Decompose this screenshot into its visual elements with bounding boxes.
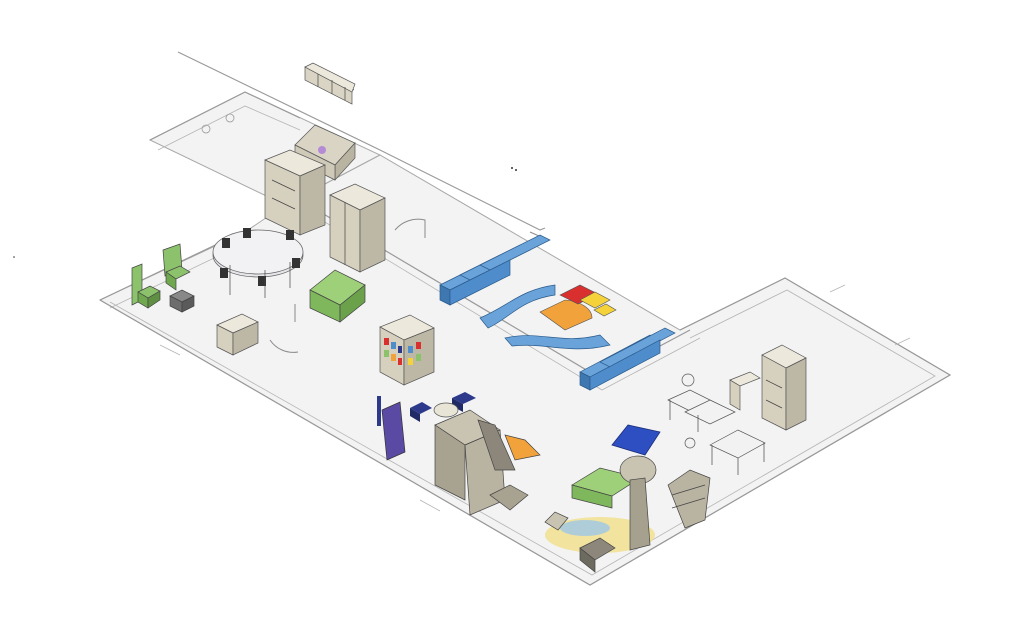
green-seating-left <box>131 243 195 313</box>
climbing-structure <box>434 409 541 516</box>
storage-box <box>216 313 259 356</box>
reading-corner <box>377 392 476 461</box>
floor-main <box>98 154 951 586</box>
rainbow-steps <box>539 284 617 331</box>
tree-playscape <box>544 455 657 573</box>
green-sofa <box>309 269 366 323</box>
tall-cabinets <box>264 149 386 273</box>
blue-mat <box>611 424 661 456</box>
right-cabinets <box>729 344 807 431</box>
shelf-tree <box>667 469 711 529</box>
dining-tables <box>667 373 766 475</box>
blue-play-area <box>439 234 676 391</box>
bookshelf <box>379 314 435 386</box>
meeting-table <box>212 228 304 298</box>
small-markers <box>13 113 517 258</box>
walls <box>99 51 952 586</box>
wall-shelf-top <box>304 62 356 105</box>
